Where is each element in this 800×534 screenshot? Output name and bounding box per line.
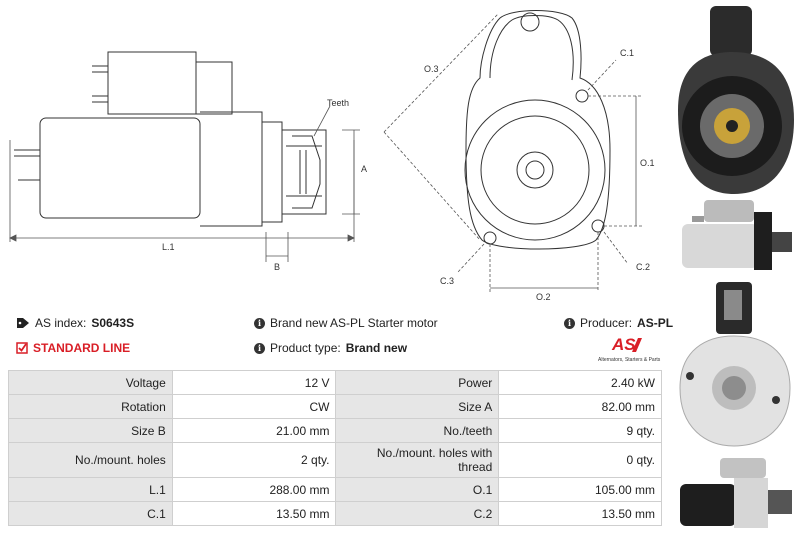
spec-label: Size B	[8, 418, 173, 443]
product-type-label: Product type:	[270, 341, 341, 355]
flange-outline	[465, 10, 611, 250]
solenoid-outline	[107, 51, 197, 115]
producer: i Producer: AS-PL	[564, 316, 673, 330]
spec-value: 105.00 mm	[498, 477, 662, 502]
label-a: A	[361, 164, 367, 174]
spec-label: C.2	[335, 501, 500, 526]
spec-value: CW	[171, 394, 337, 419]
standard-line: STANDARD LINE	[16, 341, 130, 355]
label-teeth: Teeth	[327, 98, 349, 108]
info-icon: i	[564, 317, 575, 329]
logo-tagline: Alternators, Starters & Parts	[598, 357, 661, 363]
svg-text:AS: AS	[611, 335, 636, 354]
front-bore-outer	[464, 99, 606, 241]
info-icon: i	[254, 342, 265, 354]
as-index-value: S0643S	[91, 316, 135, 330]
hole-c2	[591, 219, 605, 233]
tag-icon	[17, 318, 29, 328]
spec-label: L.1	[8, 477, 173, 502]
label-o3: O.3	[424, 64, 439, 74]
spec-value: 9 qty.	[498, 418, 662, 443]
spec-label: Power	[335, 370, 500, 395]
product-type: i Product type: Brand new	[254, 341, 407, 355]
product-photos	[678, 6, 794, 528]
product-type-value: Brand new	[345, 341, 408, 355]
spec-value: 2 qty.	[171, 442, 337, 478]
hole-c1	[575, 89, 589, 103]
spec-value: 13.50 mm	[171, 501, 337, 526]
motor-body-outline	[39, 117, 201, 219]
description: i Brand new AS-PL Starter motor	[254, 316, 438, 330]
hole-c3	[483, 231, 497, 245]
spec-label: No./teeth	[335, 418, 500, 443]
spec-label: No./mount. holes	[8, 442, 173, 478]
spec-label: Voltage	[8, 370, 173, 395]
spec-label: C.1	[8, 501, 173, 526]
label-o1: O.1	[640, 158, 655, 168]
as-index-label: AS index:	[35, 316, 87, 330]
label-c3: C.3	[440, 276, 454, 286]
label-c2: C.2	[636, 262, 650, 272]
photo-front-view	[678, 6, 794, 194]
info-icon: i	[254, 317, 265, 329]
spec-value: 82.00 mm	[498, 394, 662, 419]
label-b: B	[274, 262, 280, 272]
spec-value: 2.40 kW	[498, 370, 662, 395]
spec-label: Size A	[335, 394, 500, 419]
label-o2: O.2	[536, 292, 551, 302]
spec-value: 21.00 mm	[171, 418, 337, 443]
spec-value: 0 qty.	[498, 442, 662, 478]
spec-label: No./mount. holes with thread	[335, 442, 500, 478]
producer-value: AS-PL	[637, 316, 674, 330]
product-info: AS index: S0643S STANDARD LINE i Brand n…	[14, 312, 673, 362]
spec-value: 12 V	[171, 370, 337, 395]
photo-side-view	[682, 200, 792, 270]
label-l1: L.1	[162, 242, 175, 252]
as-pl-logo: AS Alternators, Starters & Parts	[598, 335, 661, 363]
photo-side-view-2	[680, 458, 792, 528]
photo-flange-view	[679, 282, 791, 447]
description-text: Brand new AS-PL Starter motor	[270, 316, 438, 330]
spec-value: 288.00 mm	[171, 477, 337, 502]
checkbox-icon	[16, 342, 28, 354]
standard-line-label: STANDARD LINE	[33, 341, 131, 355]
spec-label: O.1	[335, 477, 500, 502]
as-index: AS index: S0643S	[16, 316, 134, 330]
producer-label: Producer:	[580, 316, 633, 330]
label-c1: C.1	[620, 48, 634, 58]
spec-label: Rotation	[8, 394, 173, 419]
technical-drawing: Teeth A B L.1 O.3 C.1 O.1 C.3 C.2 O.2	[9, 10, 655, 302]
spec-value: 13.50 mm	[498, 501, 662, 526]
